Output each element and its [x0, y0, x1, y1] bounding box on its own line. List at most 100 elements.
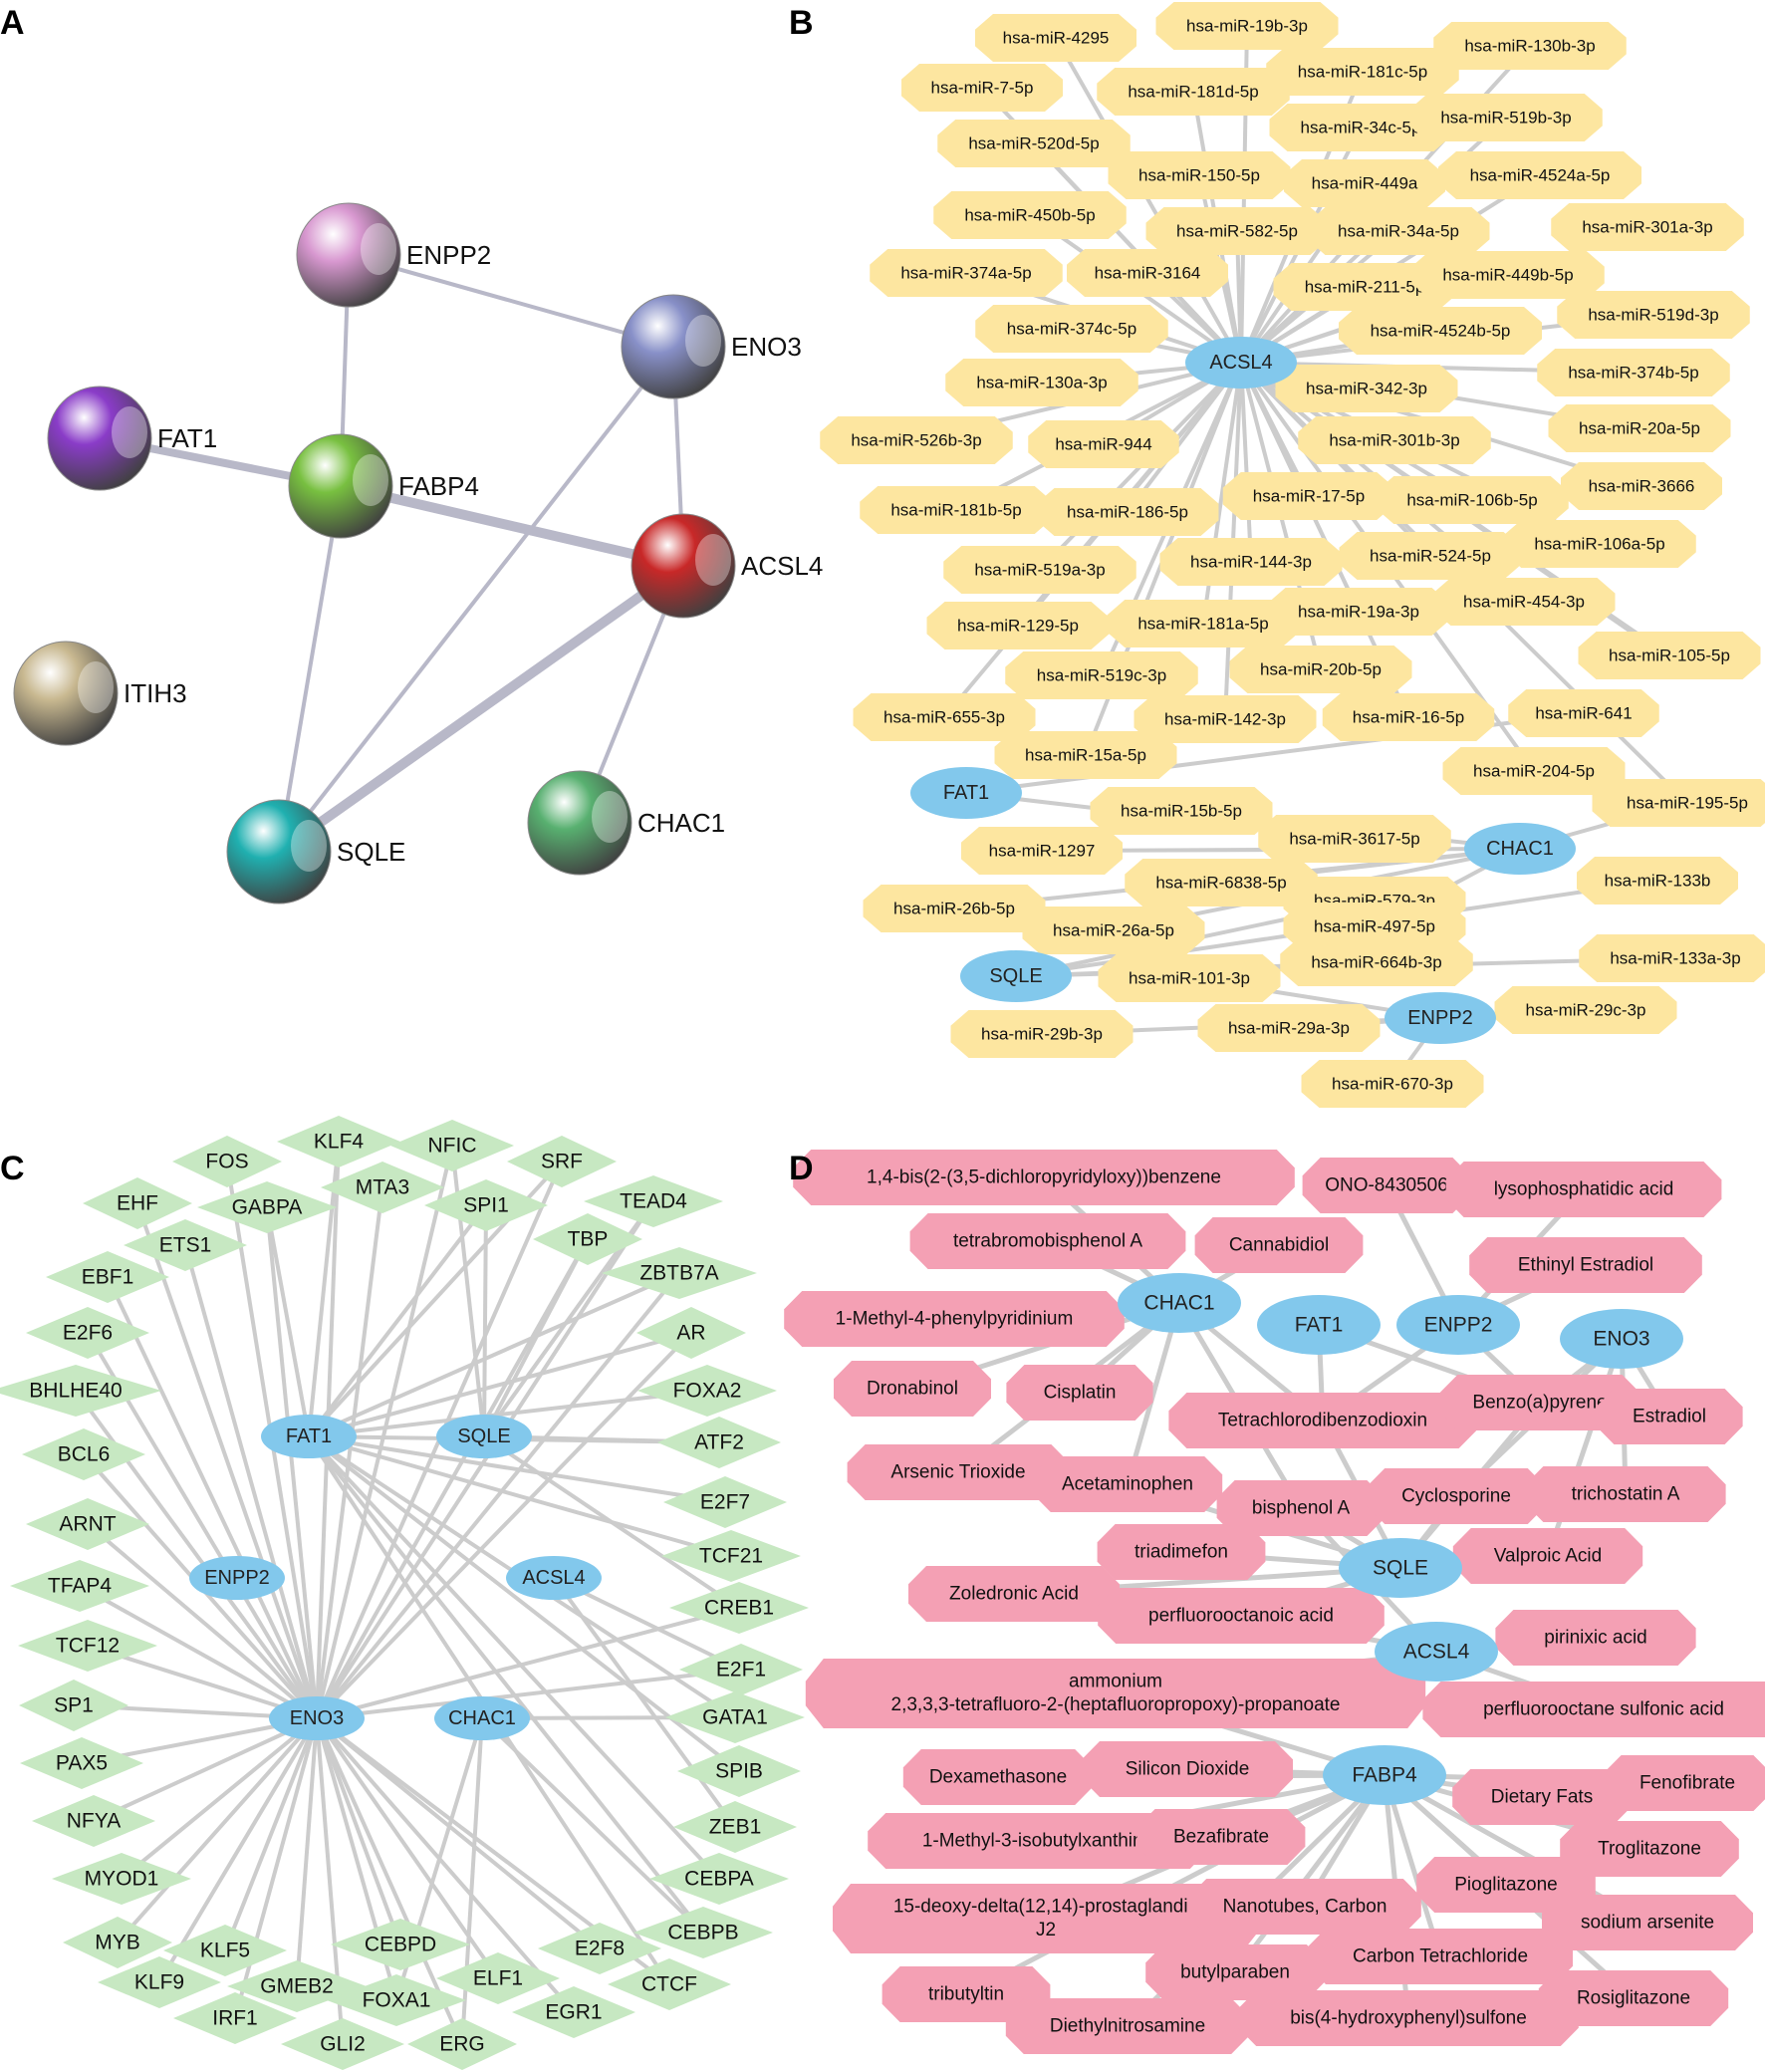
mirna-node[interactable]	[1411, 251, 1605, 299]
mirna-node[interactable]	[937, 120, 1131, 167]
mirna-node[interactable]	[1267, 588, 1450, 636]
tf-node[interactable]	[677, 1745, 801, 1797]
chemical-node[interactable]	[1495, 1610, 1696, 1666]
gene-node-b-enpp2[interactable]	[1385, 992, 1496, 1044]
mirna-node[interactable]	[1508, 689, 1659, 737]
tf-node[interactable]	[657, 1417, 781, 1468]
gene-node-d-sqle[interactable]	[1339, 1538, 1462, 1598]
chemical-node[interactable]	[1302, 1158, 1471, 1213]
mirna-node[interactable]	[1596, 779, 1765, 827]
mirna-node[interactable]	[1322, 693, 1495, 741]
mirna-node[interactable]	[1028, 420, 1179, 468]
mirna-node[interactable]	[1036, 488, 1219, 536]
mirna-node[interactable]	[860, 486, 1053, 534]
mirna-node[interactable]	[1284, 159, 1445, 207]
tf-node[interactable]	[98, 1956, 221, 2008]
mirna-node[interactable]	[961, 827, 1123, 875]
mirna-node[interactable]	[1280, 938, 1473, 986]
tf-node[interactable]	[407, 2018, 517, 2070]
tf-node[interactable]	[18, 1620, 157, 1672]
chemical-node[interactable]	[868, 1813, 1208, 1869]
chemical-node[interactable]	[1542, 1895, 1753, 1950]
gene-node-c-acsl4[interactable]	[506, 1556, 602, 1600]
chemical-node[interactable]	[784, 1291, 1125, 1347]
tf-node[interactable]	[637, 1365, 777, 1417]
mirna-node[interactable]	[1537, 349, 1730, 396]
tf-node[interactable]	[608, 1958, 731, 2010]
tf-node[interactable]	[19, 1680, 128, 1731]
chemical-node[interactable]	[1005, 1998, 1250, 2054]
tf-node[interactable]	[32, 1795, 155, 1847]
mirna-node[interactable]	[1301, 1060, 1484, 1108]
mirna-node[interactable]	[933, 191, 1127, 239]
gene-node-d-enpp2[interactable]	[1396, 1295, 1520, 1355]
gene-node-b-chac1[interactable]	[1464, 823, 1576, 875]
mirna-node[interactable]	[870, 249, 1063, 297]
chemical-node[interactable]	[1136, 1809, 1306, 1865]
tf-node[interactable]	[538, 1923, 661, 1974]
tf-node[interactable]	[20, 1737, 143, 1789]
chemical-node[interactable]	[1560, 1821, 1739, 1877]
tf-node[interactable]	[52, 1853, 191, 1905]
mirna-node[interactable]	[1067, 249, 1228, 297]
mirna-node[interactable]	[1134, 695, 1317, 743]
mirna-node[interactable]	[994, 731, 1177, 779]
gene-node-d-acsl4[interactable]	[1375, 1622, 1498, 1682]
mirna-node[interactable]	[1266, 48, 1459, 96]
gene-node-d-fat1[interactable]	[1257, 1295, 1381, 1355]
tf-node[interactable]	[636, 1307, 746, 1359]
tf-node[interactable]	[197, 1181, 337, 1233]
tf-node[interactable]	[507, 1136, 617, 1187]
chemical-node[interactable]	[908, 1566, 1120, 1622]
tf-node[interactable]	[26, 1307, 149, 1359]
chemical-node[interactable]	[1098, 1588, 1385, 1644]
tf-node[interactable]	[633, 1907, 773, 1958]
tf-node[interactable]	[390, 1120, 514, 1171]
chemical-node[interactable]	[909, 1213, 1186, 1269]
mirna-node[interactable]	[1551, 203, 1744, 251]
protein-node-enpp2[interactable]	[296, 202, 401, 308]
mirna-node[interactable]	[820, 416, 1013, 464]
tf-node[interactable]	[533, 1213, 642, 1265]
mirna-node[interactable]	[975, 14, 1136, 62]
chemical-node[interactable]	[1308, 1929, 1573, 1984]
mirna-node[interactable]	[1275, 365, 1458, 412]
gene-node-c-eno3[interactable]	[269, 1696, 365, 1740]
chemical-node[interactable]	[1439, 1375, 1640, 1430]
gene-node-d-eno3[interactable]	[1560, 1309, 1683, 1369]
protein-node-itih3[interactable]	[13, 641, 119, 746]
mirna-node[interactable]	[1432, 578, 1616, 626]
tf-node[interactable]	[661, 1530, 801, 1582]
mirna-node[interactable]	[1005, 651, 1198, 699]
tf-node[interactable]	[327, 1974, 466, 2026]
chemical-node[interactable]	[1445, 1162, 1722, 1217]
gene-node-d-chac1[interactable]	[1118, 1273, 1241, 1333]
chemical-node[interactable]	[1032, 1456, 1223, 1512]
tf-node[interactable]	[63, 1917, 172, 1968]
tf-node[interactable]	[602, 1247, 757, 1299]
gene-node-b-acsl4[interactable]	[1185, 337, 1297, 388]
mirna-node[interactable]	[1548, 404, 1731, 452]
chemical-node[interactable]	[1422, 1682, 1765, 1737]
mirna-node[interactable]	[1229, 646, 1412, 693]
gene-node-c-sqle[interactable]	[436, 1415, 532, 1458]
protein-node-chac1[interactable]	[527, 770, 632, 876]
mirna-node[interactable]	[1577, 857, 1738, 905]
mirna-node[interactable]	[1409, 94, 1603, 141]
protein-node-eno3[interactable]	[621, 294, 726, 399]
mirna-node[interactable]	[1107, 600, 1300, 648]
tf-node[interactable]	[83, 1177, 192, 1229]
chemical-node[interactable]	[1603, 1755, 1765, 1811]
chemical-node[interactable]	[805, 1659, 1426, 1728]
mirna-node[interactable]	[1307, 207, 1490, 255]
mirna-node[interactable]	[1298, 416, 1491, 464]
tf-node[interactable]	[321, 1162, 444, 1213]
tf-node[interactable]	[665, 1691, 805, 1743]
tf-node[interactable]	[172, 1136, 282, 1187]
chemical-node[interactable]	[1082, 1741, 1293, 1797]
chemical-node[interactable]	[1452, 1528, 1643, 1584]
tf-node[interactable]	[663, 1476, 787, 1528]
chemical-node[interactable]	[1596, 1389, 1743, 1444]
tf-node[interactable]	[436, 1952, 560, 2004]
chemical-node[interactable]	[1216, 1480, 1386, 1536]
